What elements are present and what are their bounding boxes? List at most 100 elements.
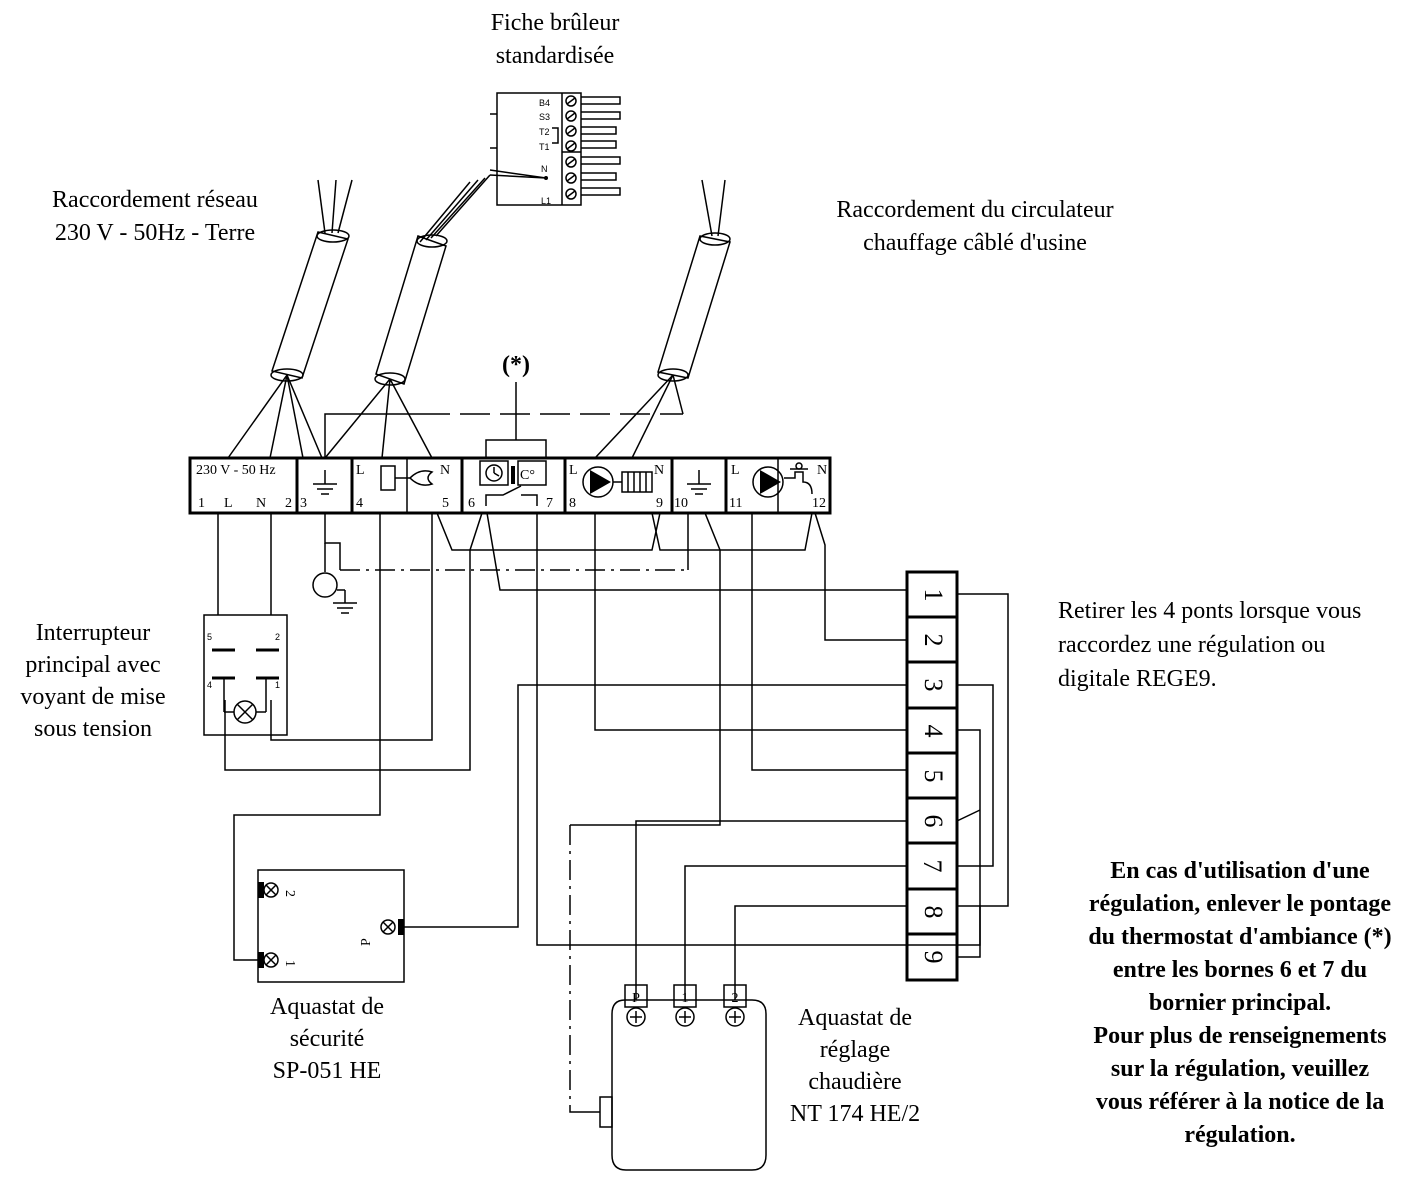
svg-text:T2: T2 <box>539 127 550 137</box>
boiler-aquastat-label: Aquastat de réglage chaudière NT 174 HE/… <box>790 1005 920 1127</box>
svg-text:L1: L1 <box>541 196 551 206</box>
svg-text:Interrupteur: Interrupteur <box>36 620 151 646</box>
svg-text:N: N <box>541 164 548 174</box>
svg-text:voyant de mise: voyant de mise <box>20 684 165 710</box>
svg-text:1: 1 <box>198 496 205 511</box>
svg-text:réglage: réglage <box>820 1037 891 1063</box>
svg-text:12: 12 <box>812 496 826 511</box>
svg-text:8: 8 <box>569 496 576 511</box>
svg-text:Raccordement réseau: Raccordement réseau <box>52 187 258 213</box>
circulator-label: Raccordement du circulateur chauffage câ… <box>836 197 1113 256</box>
svg-text:N: N <box>817 463 827 478</box>
boiler-aquastat: P 1 2 <box>599 984 767 1171</box>
heating-pump-icon <box>582 466 653 498</box>
mains-cable <box>227 179 353 459</box>
svg-text:NT 174 HE/2: NT 174 HE/2 <box>790 1101 920 1127</box>
plug-screws <box>565 95 577 200</box>
svg-text:raccordez une régulation ou: raccordez une régulation ou <box>1058 632 1325 658</box>
bridges-note: Retirer les 4 ponts lorsque vous raccord… <box>1058 598 1361 692</box>
thermostat-clock-icon: C° <box>479 460 547 506</box>
earth-icon <box>312 572 357 614</box>
svg-text:bornier principal.: bornier principal. <box>1149 990 1331 1016</box>
svg-text:1: 1 <box>682 991 689 1006</box>
svg-text:4: 4 <box>919 725 948 738</box>
svg-text:sous tension: sous tension <box>34 716 152 742</box>
terminal-1: 1 <box>258 952 297 968</box>
main-switch-label: Interrupteur principal avec voyant de mi… <box>20 620 165 742</box>
svg-text:2: 2 <box>285 496 292 511</box>
svg-text:principal avec: principal avec <box>25 652 160 678</box>
svg-text:En cas d'utilisation d'une: En cas d'utilisation d'une <box>1110 858 1370 884</box>
plus-terminal-icon <box>725 1007 745 1027</box>
svg-text:4: 4 <box>207 680 212 690</box>
svg-text:6: 6 <box>919 815 948 828</box>
plus-terminal-icon <box>675 1007 695 1027</box>
svg-text:N: N <box>440 463 450 478</box>
svg-text:sur la régulation, veuillez: sur la régulation, veuillez <box>1111 1056 1370 1082</box>
svg-text:10: 10 <box>674 496 688 511</box>
regulation-note: En cas d'utilisation d'une régulation, e… <box>1088 858 1391 1148</box>
burner-plug-label: Fiche brûleur standardisée <box>491 10 620 69</box>
svg-text:C°: C° <box>520 468 535 483</box>
svg-text:chauffage câblé d'usine: chauffage câblé d'usine <box>863 230 1087 256</box>
svg-text:L: L <box>569 463 578 478</box>
svg-text:SP-051 HE: SP-051 HE <box>273 1058 382 1084</box>
burner-plug: B4 S3 T2 T1 N L1 <box>489 92 621 206</box>
safety-aquastat-label: Aquastat de sécurité SP-051 HE <box>270 994 384 1084</box>
svg-text:4: 4 <box>356 496 363 511</box>
svg-text:B4: B4 <box>539 98 550 108</box>
svg-text:6: 6 <box>468 496 475 511</box>
lamp-icon <box>233 700 257 724</box>
svg-text:standardisée: standardisée <box>496 43 615 69</box>
svg-text:230 V - 50 Hz: 230 V - 50 Hz <box>196 463 276 478</box>
svg-text:du thermostat d'ambiance (*): du thermostat d'ambiance (*) <box>1088 924 1391 950</box>
svg-text:Aquastat de: Aquastat de <box>798 1005 912 1031</box>
svg-text:S3: S3 <box>539 112 550 122</box>
svg-text:2: 2 <box>919 634 948 647</box>
svg-text:5: 5 <box>919 770 948 783</box>
svg-text:digitale REGE9.: digitale REGE9. <box>1058 666 1217 692</box>
svg-text:N: N <box>654 463 664 478</box>
svg-text:chaudière: chaudière <box>808 1069 901 1095</box>
burner-cable <box>324 174 491 459</box>
svg-text:3: 3 <box>919 679 948 692</box>
svg-text:230 V - 50Hz - Terre: 230 V - 50Hz - Terre <box>55 220 255 246</box>
svg-text:N: N <box>256 496 266 511</box>
circulator-cable <box>594 179 731 459</box>
regulation-connector: 1 2 3 4 5 6 7 8 9 <box>635 570 1009 1000</box>
svg-text:L: L <box>224 496 233 511</box>
svg-text:entre les bornes 6 et 7 du: entre les bornes 6 et 7 du <box>1113 957 1367 983</box>
svg-text:1: 1 <box>919 589 948 602</box>
svg-text:Pour plus de renseignements: Pour plus de renseignements <box>1093 1023 1386 1049</box>
plug-pins <box>581 96 621 196</box>
svg-text:2: 2 <box>275 632 280 642</box>
svg-text:2: 2 <box>732 991 739 1006</box>
svg-text:9: 9 <box>919 951 948 964</box>
earth-icon <box>687 470 711 495</box>
svg-text:11: 11 <box>729 496 742 511</box>
svg-text:7: 7 <box>546 496 553 511</box>
svg-text:T1: T1 <box>539 142 550 152</box>
svg-text:5: 5 <box>442 496 449 511</box>
svg-text:régulation, enlever le pontage: régulation, enlever le pontage <box>1089 891 1392 917</box>
svg-text:Aquastat de: Aquastat de <box>270 994 384 1020</box>
safety-aquastat: 2 1 P <box>257 869 405 983</box>
terminal-block: 230 V - 50 Hz 1 L N 2 3 L 4 N 5 6 7 L 8 … <box>188 456 832 515</box>
svg-text:L: L <box>731 463 740 478</box>
svg-text:régulation.: régulation. <box>1184 1122 1295 1148</box>
svg-text:3: 3 <box>300 496 307 511</box>
svg-text:5: 5 <box>207 632 212 642</box>
asterisk-label: (*) <box>502 352 530 378</box>
svg-text:P: P <box>359 938 374 946</box>
mains-label: Raccordement réseau 230 V - 50Hz - Terre <box>52 187 258 246</box>
terminal-p: P <box>359 919 404 946</box>
svg-text:9: 9 <box>656 496 663 511</box>
svg-text:8: 8 <box>919 906 948 919</box>
svg-text:Retirer les 4 ponts lorsque vo: Retirer les 4 ponts lorsque vous <box>1058 598 1361 624</box>
svg-text:Raccordement du circulateur: Raccordement du circulateur <box>836 197 1113 223</box>
svg-text:vous référer à la notice de la: vous référer à la notice de la <box>1096 1089 1384 1115</box>
terminal-2: 2 <box>258 882 297 898</box>
svg-text:7: 7 <box>918 860 947 873</box>
svg-text:L: L <box>356 463 365 478</box>
